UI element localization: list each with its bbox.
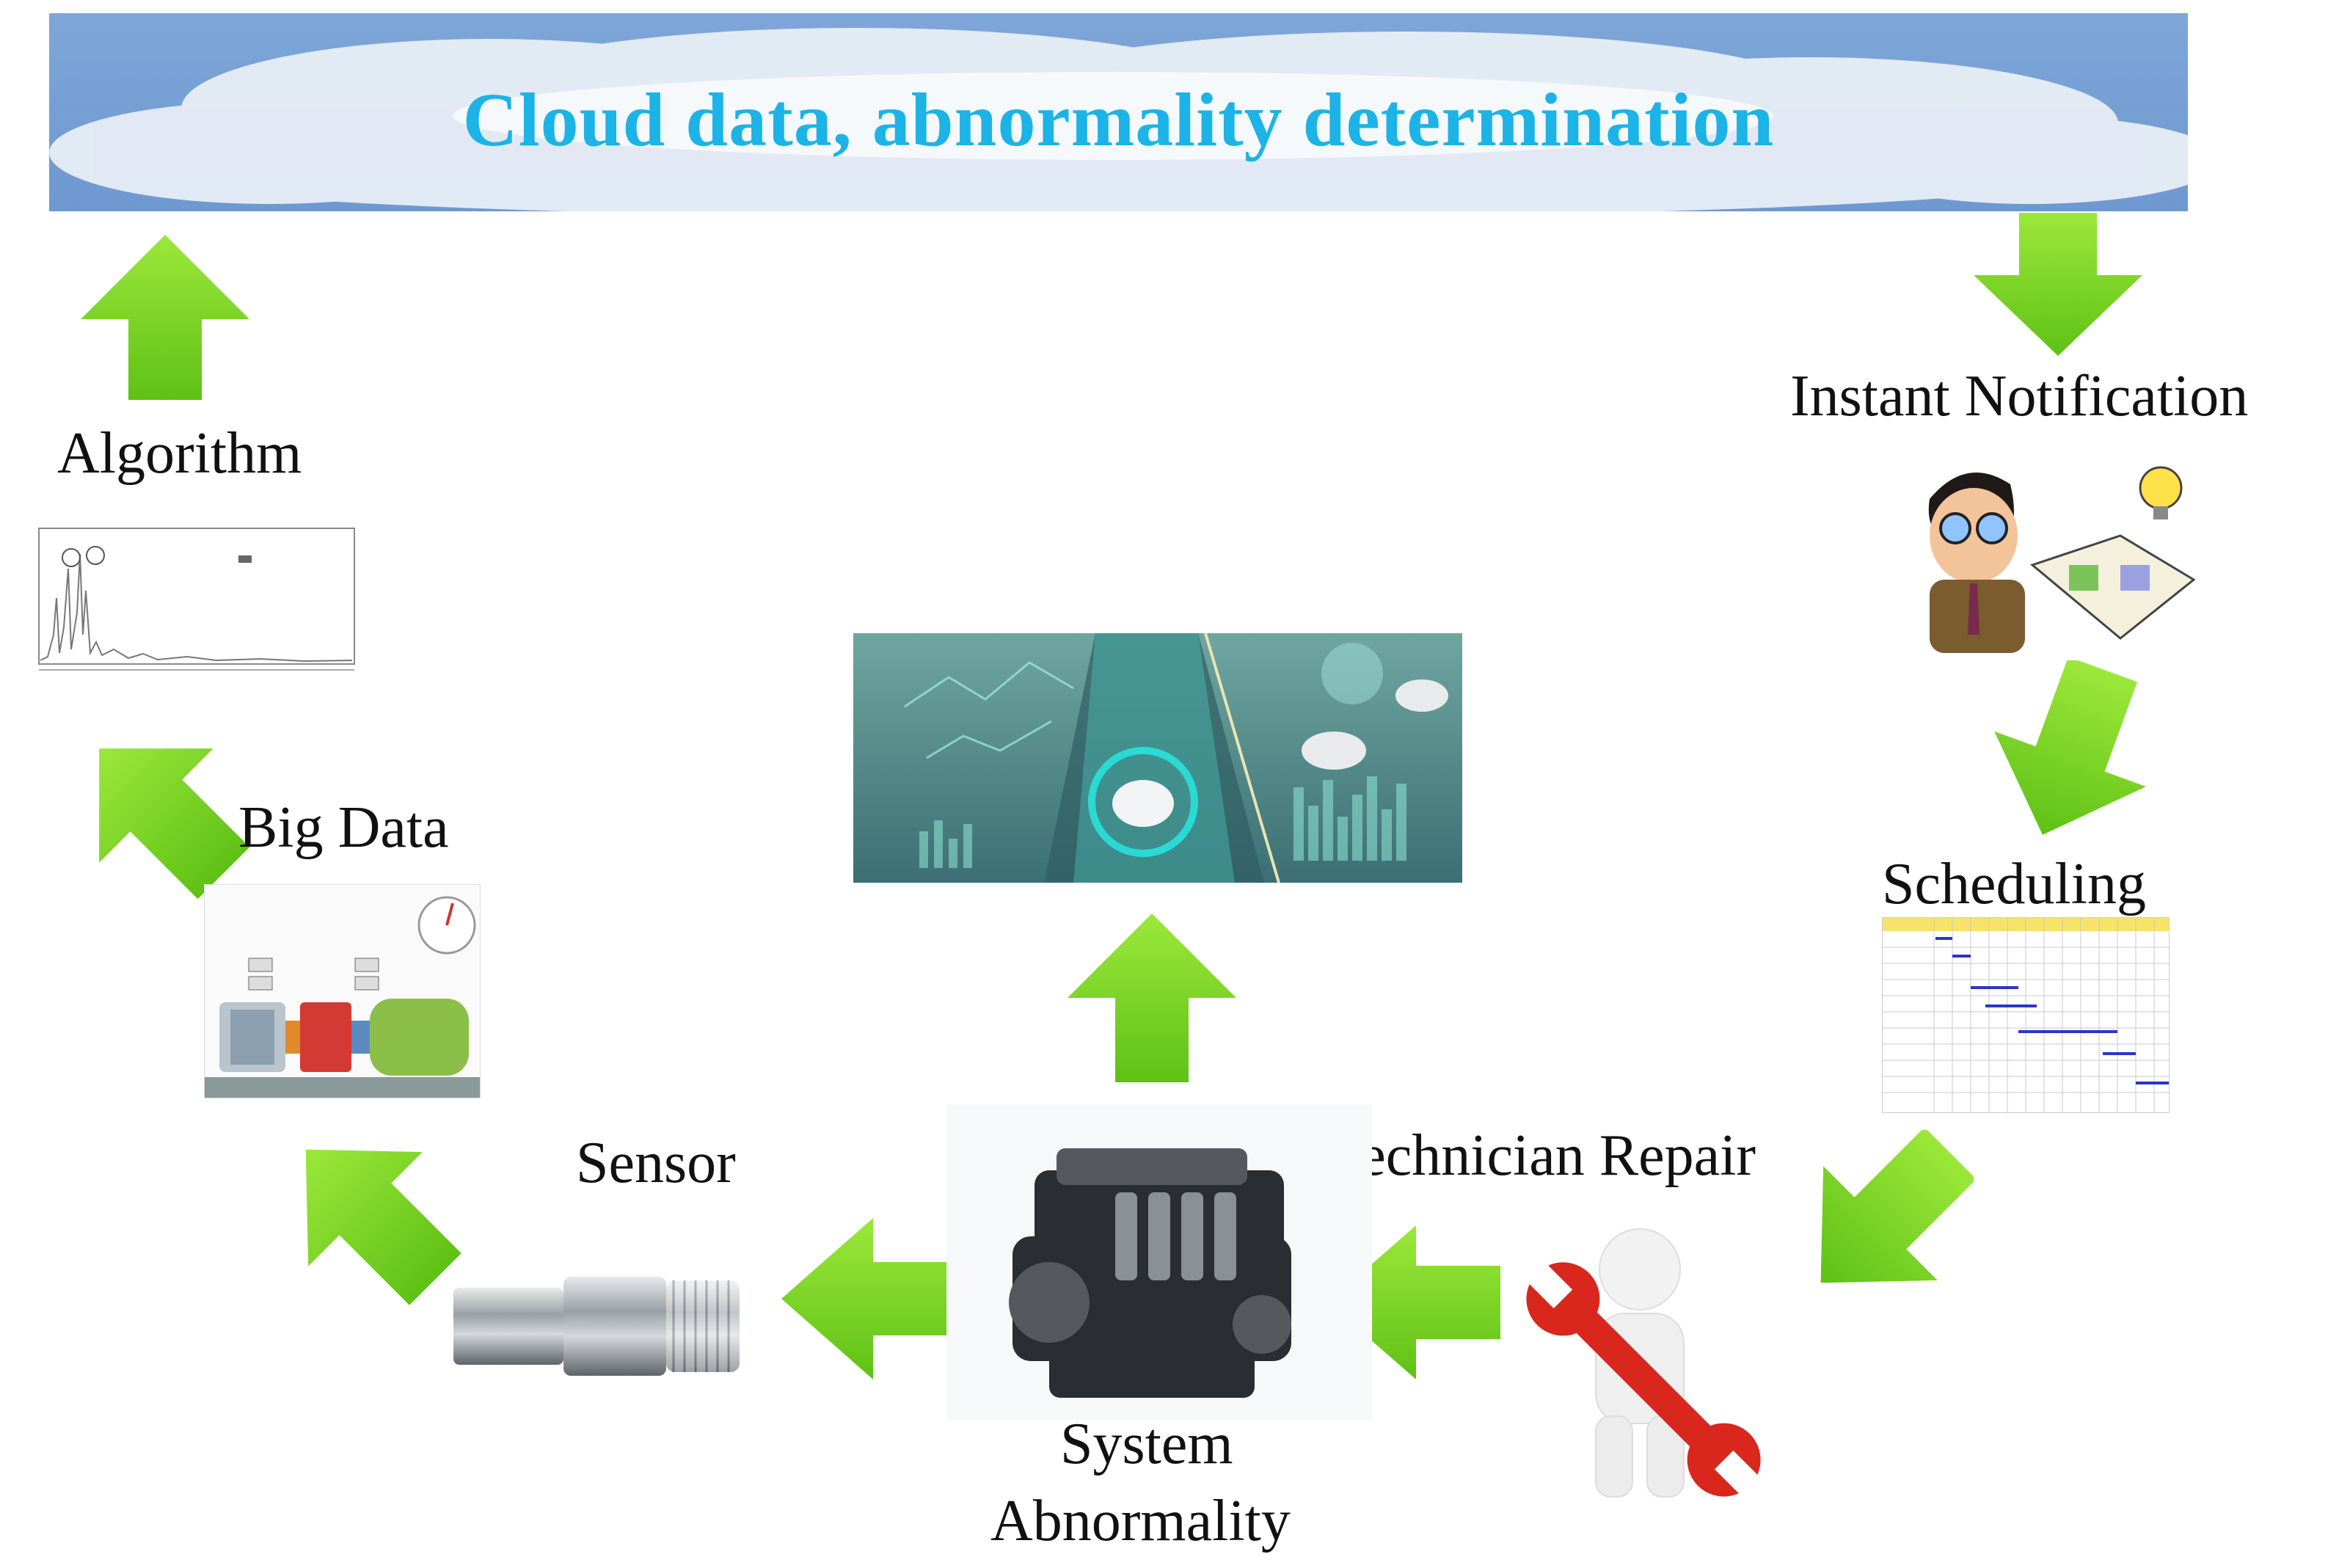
arrow-down-notification — [1974, 213, 2142, 356]
label-abnormality: Abnormality — [990, 1489, 1291, 1553]
label-big-data: Big Data — [238, 795, 449, 860]
label-system: System — [1060, 1412, 1233, 1476]
label-technician-repair: Technician Repair — [1328, 1123, 1756, 1188]
arrow-up-algorithm — [81, 235, 249, 400]
arrow-diag-technician — [1820, 1130, 1974, 1283]
vibration-sensor-icon — [453, 1262, 751, 1390]
arrow-up-vehicle — [1068, 914, 1236, 1082]
cloud-banner: Cloud data, abnormality determination — [49, 13, 2188, 211]
reading-man-icon — [1900, 455, 2216, 660]
spectrum-chart-icon — [26, 525, 360, 686]
arrow-left-system — [1328, 1225, 1500, 1379]
gantt-chart-icon — [1882, 917, 2170, 1113]
label-scheduling: Scheduling — [1882, 852, 2146, 916]
banner-title: Cloud data, abnormality determination — [462, 78, 1775, 162]
arrow-left-sensor — [781, 1218, 957, 1379]
smart-car-dashboard-icon — [853, 632, 1462, 883]
car-engine-icon — [946, 1104, 1372, 1420]
label-algorithm: Algorithm — [57, 421, 302, 486]
cloud-icon — [49, 28, 2188, 211]
label-sensor: Sensor — [576, 1131, 736, 1195]
wrench-figure-icon — [1515, 1218, 1768, 1508]
label-instant-notification: Instant Notification — [1790, 364, 2249, 429]
arrow-diag-bigdata — [305, 1149, 461, 1305]
arrow-diag-algorithm — [99, 748, 250, 899]
arrow-diag-scheduling — [1994, 660, 2146, 835]
machine-monitor-icon — [204, 884, 481, 1098]
